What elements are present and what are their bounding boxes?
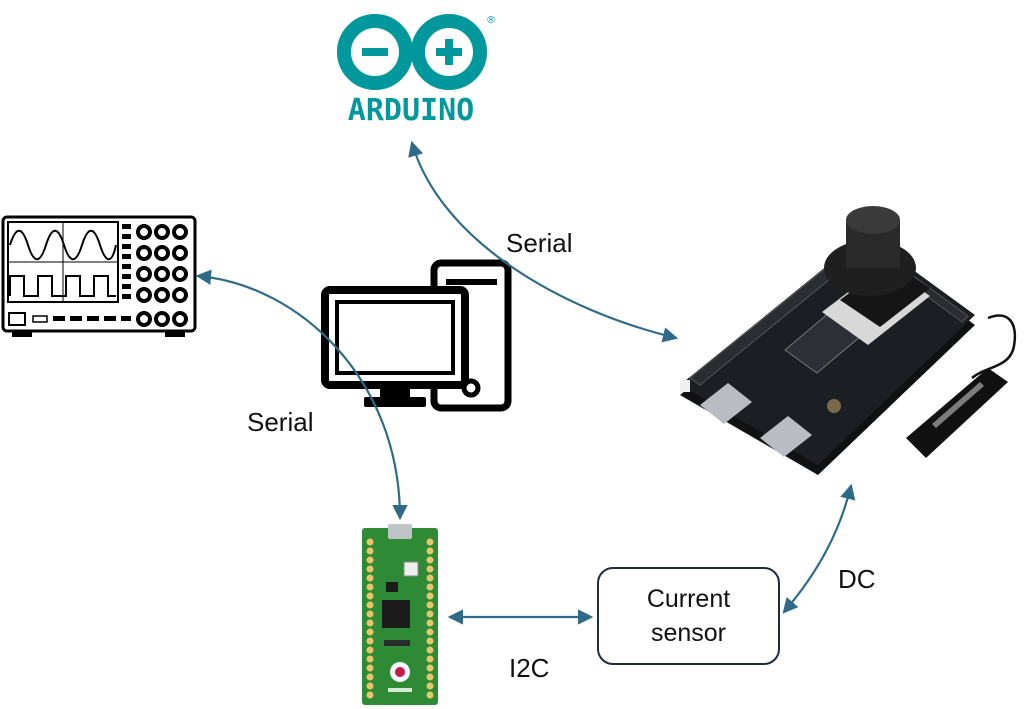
current-sensor-label-line1: Current: [646, 585, 731, 613]
label-dc: DC: [838, 564, 876, 594]
pico-pins-right: [426, 538, 434, 699]
arrow-pc-serial-arduino-board: [408, 140, 679, 343]
pico-usb-port: [388, 524, 412, 539]
antenna-pcb: [906, 368, 1008, 458]
rp2040-chip: [382, 600, 410, 628]
pico-pins-left: [366, 538, 374, 699]
arduino-wordmark: ARDUINO: [348, 93, 474, 128]
label-i2c: I2C: [509, 653, 550, 683]
arrow-oscilloscope-serial-pico: [195, 269, 408, 521]
bootsel-button: [403, 561, 419, 577]
registered-mark: ®: [486, 15, 496, 26]
connection-arrows: [195, 140, 856, 625]
board-microphone: [827, 399, 841, 413]
current-sensor-node: Current sensor: [597, 567, 780, 665]
current-sensor-label-line2: sensor: [650, 619, 727, 647]
antenna-cable: [971, 314, 1017, 379]
arduino-logo-left-ring: [337, 14, 413, 90]
arduino-logo-right-ring: [411, 14, 487, 90]
raspberry-pi-pico-icon: [362, 524, 438, 705]
label-serial-top: Serial: [506, 228, 573, 258]
sine-wave: [9, 229, 117, 261]
minus-icon: [362, 48, 388, 56]
plus-icon-vertical: [445, 39, 453, 65]
oscilloscope-icon: [1, 215, 197, 337]
label-serial-left: Serial: [247, 407, 314, 437]
usb-c-port-1: [700, 383, 752, 424]
arduino-logo: ARDUINO ®: [337, 14, 496, 128]
arrow-sensor-dc-board: [782, 483, 856, 614]
camera-lens: [846, 206, 900, 234]
desktop-computer-icon: [321, 259, 512, 412]
usb-c-port-2: [760, 416, 812, 457]
camera-dev-board-icon: [680, 206, 1017, 475]
square-wave: [9, 275, 116, 297]
